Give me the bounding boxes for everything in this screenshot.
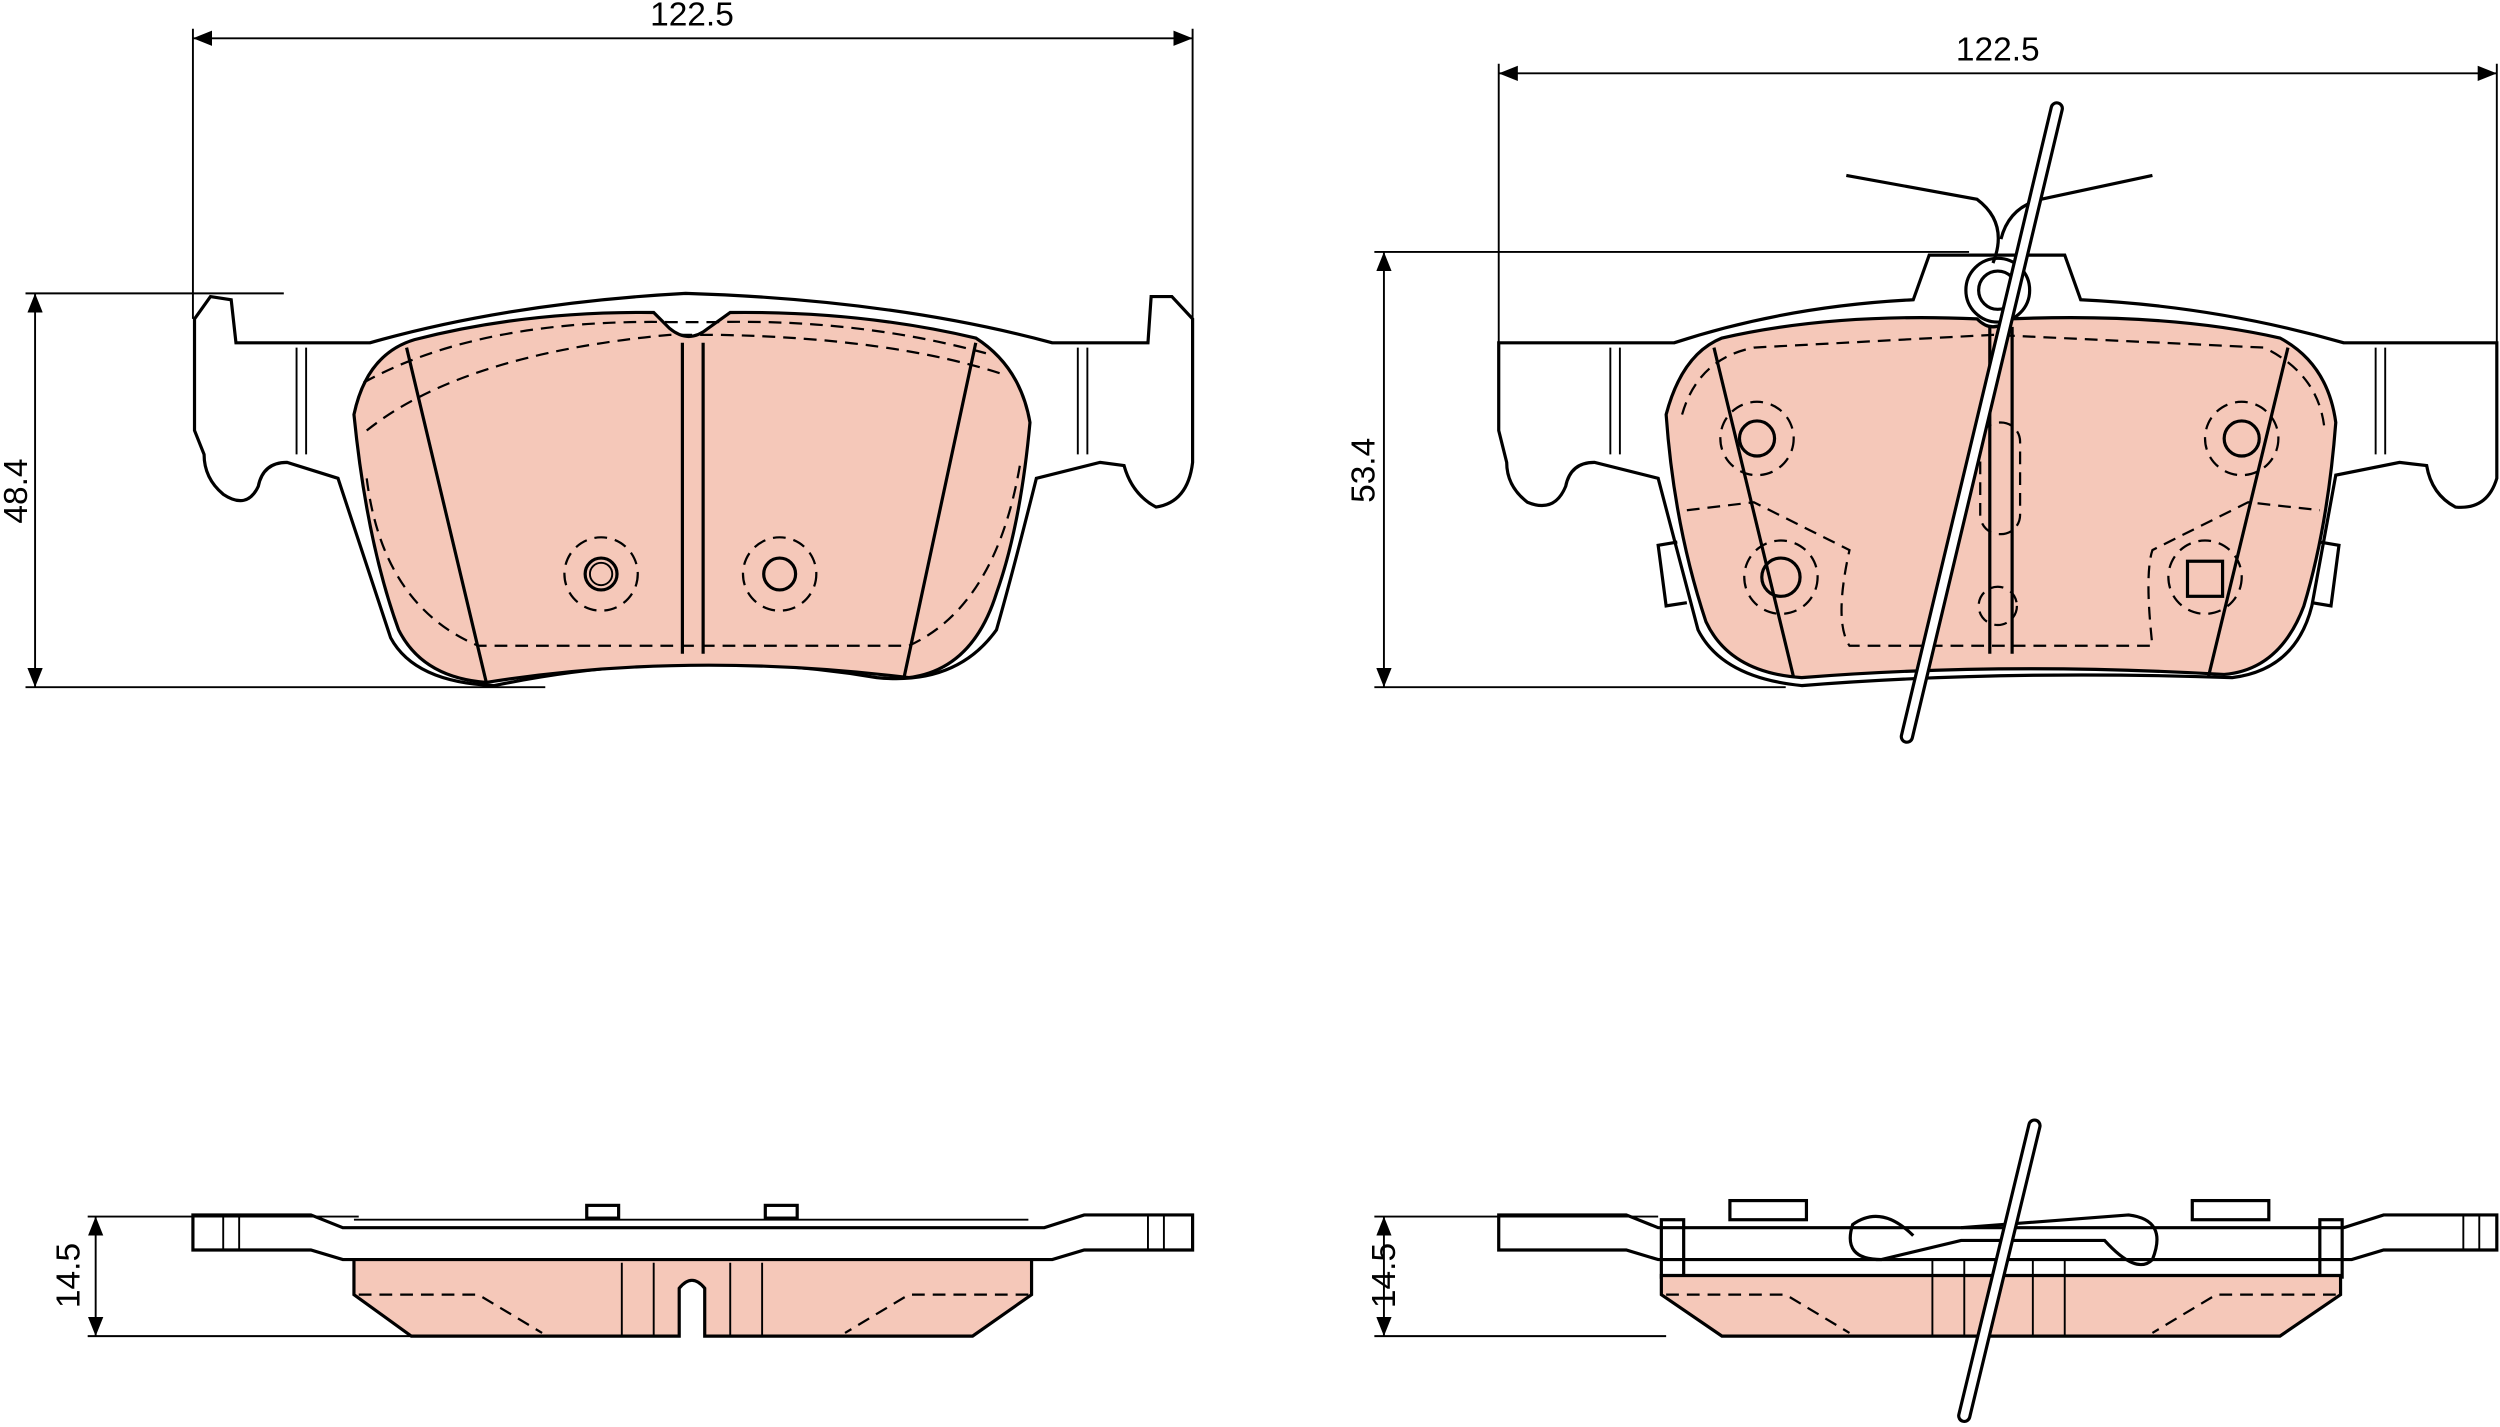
right-pad-side-view: 14.5 (1366, 1118, 2499, 1424)
right-pad-front-view: 122.5 53.4 (1345, 32, 2499, 744)
left-width-label: 122.5 (650, 0, 734, 34)
wear-indicator-spring-side (1848, 1118, 2159, 1424)
left-pad-front-view: 122.5 48.4 (0, 0, 1195, 689)
right-height-label: 53.4 (1345, 438, 1382, 503)
left-pad-side-view: 14.5 (51, 1203, 1195, 1338)
left-thickness-label: 14.5 (51, 1243, 88, 1308)
wear-indicator-spring (1846, 101, 2153, 744)
right-width-label: 122.5 (1956, 32, 2040, 69)
right-thickness-label: 14.5 (1366, 1243, 1403, 1308)
left-height-label: 48.4 (0, 459, 35, 524)
